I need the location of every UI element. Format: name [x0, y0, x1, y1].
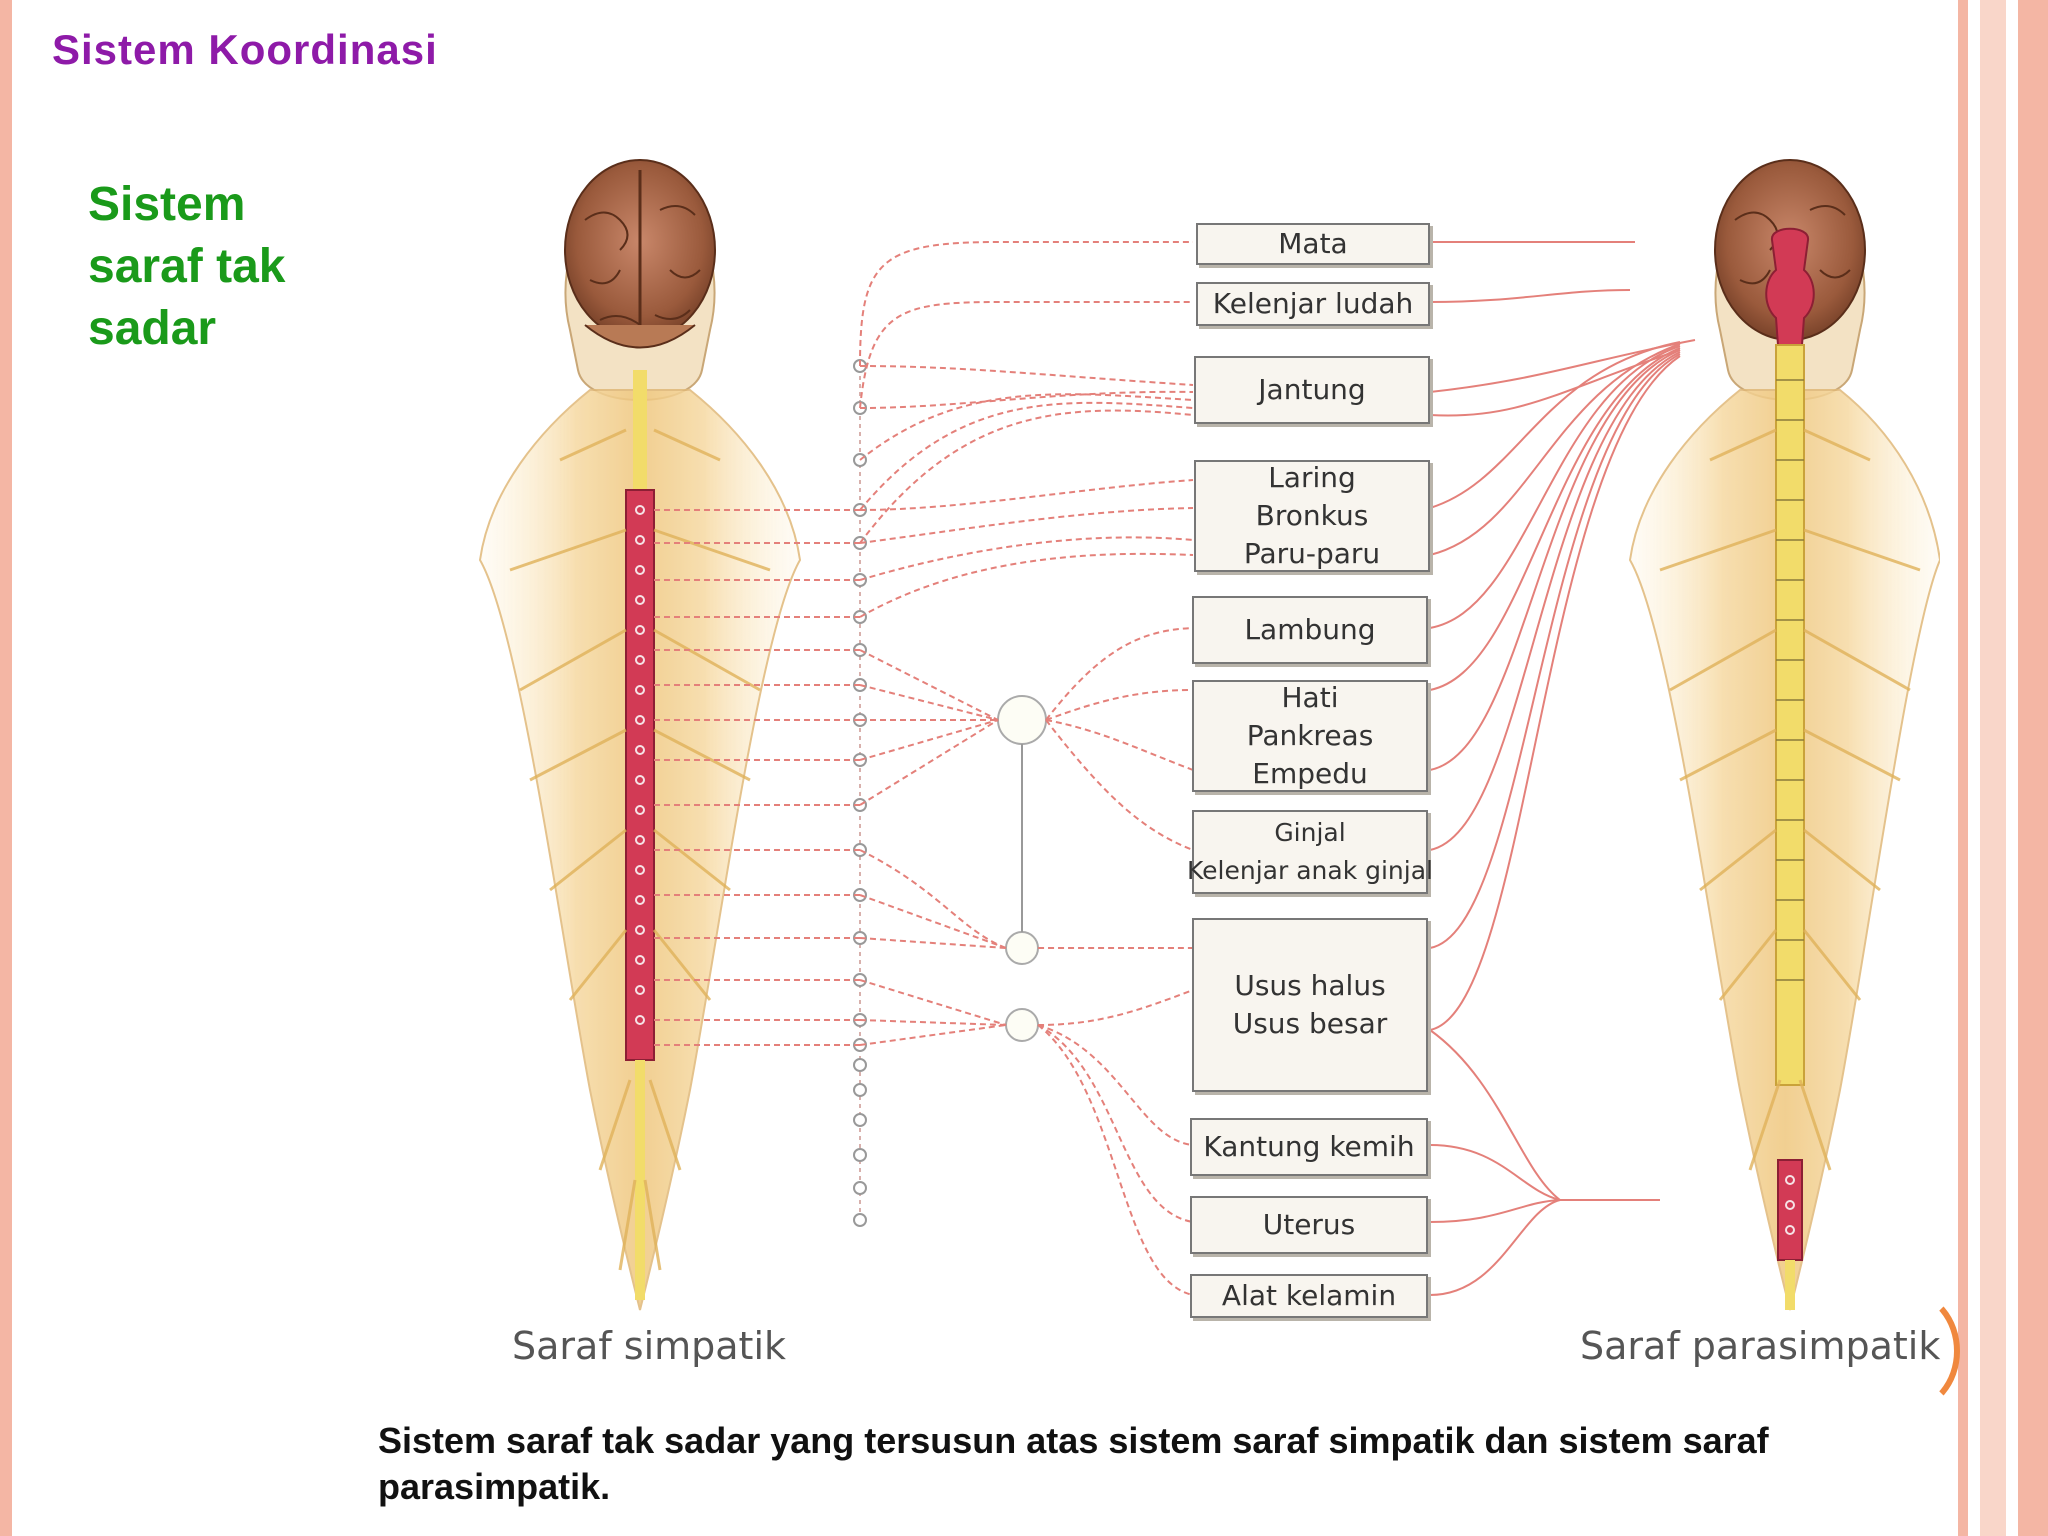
- organ-label: Alat kelamin: [1221, 1279, 1397, 1312]
- organ-label: Ginjal: [1274, 818, 1346, 847]
- organ-label: Usus besar: [1232, 1007, 1388, 1040]
- sympathetic-chain: [853, 359, 1047, 1227]
- organ-label: Kantung kemih: [1203, 1130, 1415, 1163]
- slide-frame-right-outer: [2018, 0, 2048, 1536]
- organ-label: Laring: [1268, 461, 1356, 494]
- organ-box-laring-bronkus-paru: Laring Bronkus Paru-paru: [1194, 460, 1430, 572]
- organ-label: Hati: [1281, 681, 1339, 714]
- parasympathetic-nerves: [1429, 241, 1696, 1296]
- organ-label: Usus halus: [1234, 969, 1386, 1002]
- section-heading-line: Sistem: [88, 178, 246, 231]
- organ-label: Kelenjar anak ginjal: [1187, 856, 1433, 885]
- slide-frame-right-inner: [1958, 0, 1968, 1536]
- slide-title: Sistem Koordinasi: [52, 26, 438, 73]
- decorative-orange-arc: [1856, 1290, 1960, 1412]
- sympathetic-nerves: [654, 241, 1194, 1296]
- organ-label: Empedu: [1252, 757, 1368, 790]
- organ-box-mata: Mata: [1196, 223, 1430, 265]
- organ-label: Pankreas: [1246, 719, 1374, 752]
- section-heading: Sistem saraf tak sadar: [88, 174, 348, 360]
- organ-box-jantung: Jantung: [1194, 356, 1430, 424]
- organ-label: Paru-paru: [1243, 537, 1381, 570]
- label-saraf-simpatik: Saraf simpatik: [512, 1324, 787, 1368]
- organ-label: Uterus: [1262, 1208, 1356, 1241]
- organ-box-ginjal: Ginjal Kelenjar anak ginjal: [1187, 810, 1433, 894]
- slide-frame-right-mid: [1980, 0, 2006, 1536]
- organ-label: Jantung: [1258, 373, 1366, 406]
- organ-box-lambung: Lambung: [1192, 596, 1428, 664]
- organ-label: Bronkus: [1255, 499, 1369, 532]
- section-heading-line: saraf tak: [88, 240, 286, 293]
- organ-label: Mata: [1278, 227, 1348, 260]
- autonomic-nervous-system-diagram: Mata Kelenjar ludah Jantung Laring Bronk…: [440, 130, 1940, 1400]
- organ-label: Kelenjar ludah: [1212, 287, 1414, 320]
- slide-frame-left: [0, 0, 12, 1536]
- organ-box-usus: Usus halus Usus besar: [1192, 918, 1428, 1092]
- organ-box-alat-kelamin: Alat kelamin: [1190, 1274, 1428, 1318]
- organ-box-uterus: Uterus: [1190, 1196, 1428, 1254]
- parasympathetic-figure: [1628, 158, 1940, 1311]
- sympathetic-figure: [478, 158, 802, 1311]
- organ-box-kelenjar-ludah: Kelenjar ludah: [1196, 282, 1430, 326]
- organ-box-hati-pankreas-empedu: Hati Pankreas Empedu: [1192, 680, 1428, 792]
- section-heading-line: sadar: [88, 302, 217, 355]
- organ-label: Lambung: [1244, 613, 1376, 646]
- diagram-illustration: [478, 158, 1940, 1311]
- organ-box-kantung-kemih: Kantung kemih: [1190, 1118, 1428, 1176]
- slide-caption: Sistem saraf tak sadar yang tersusun ata…: [378, 1420, 1769, 1507]
